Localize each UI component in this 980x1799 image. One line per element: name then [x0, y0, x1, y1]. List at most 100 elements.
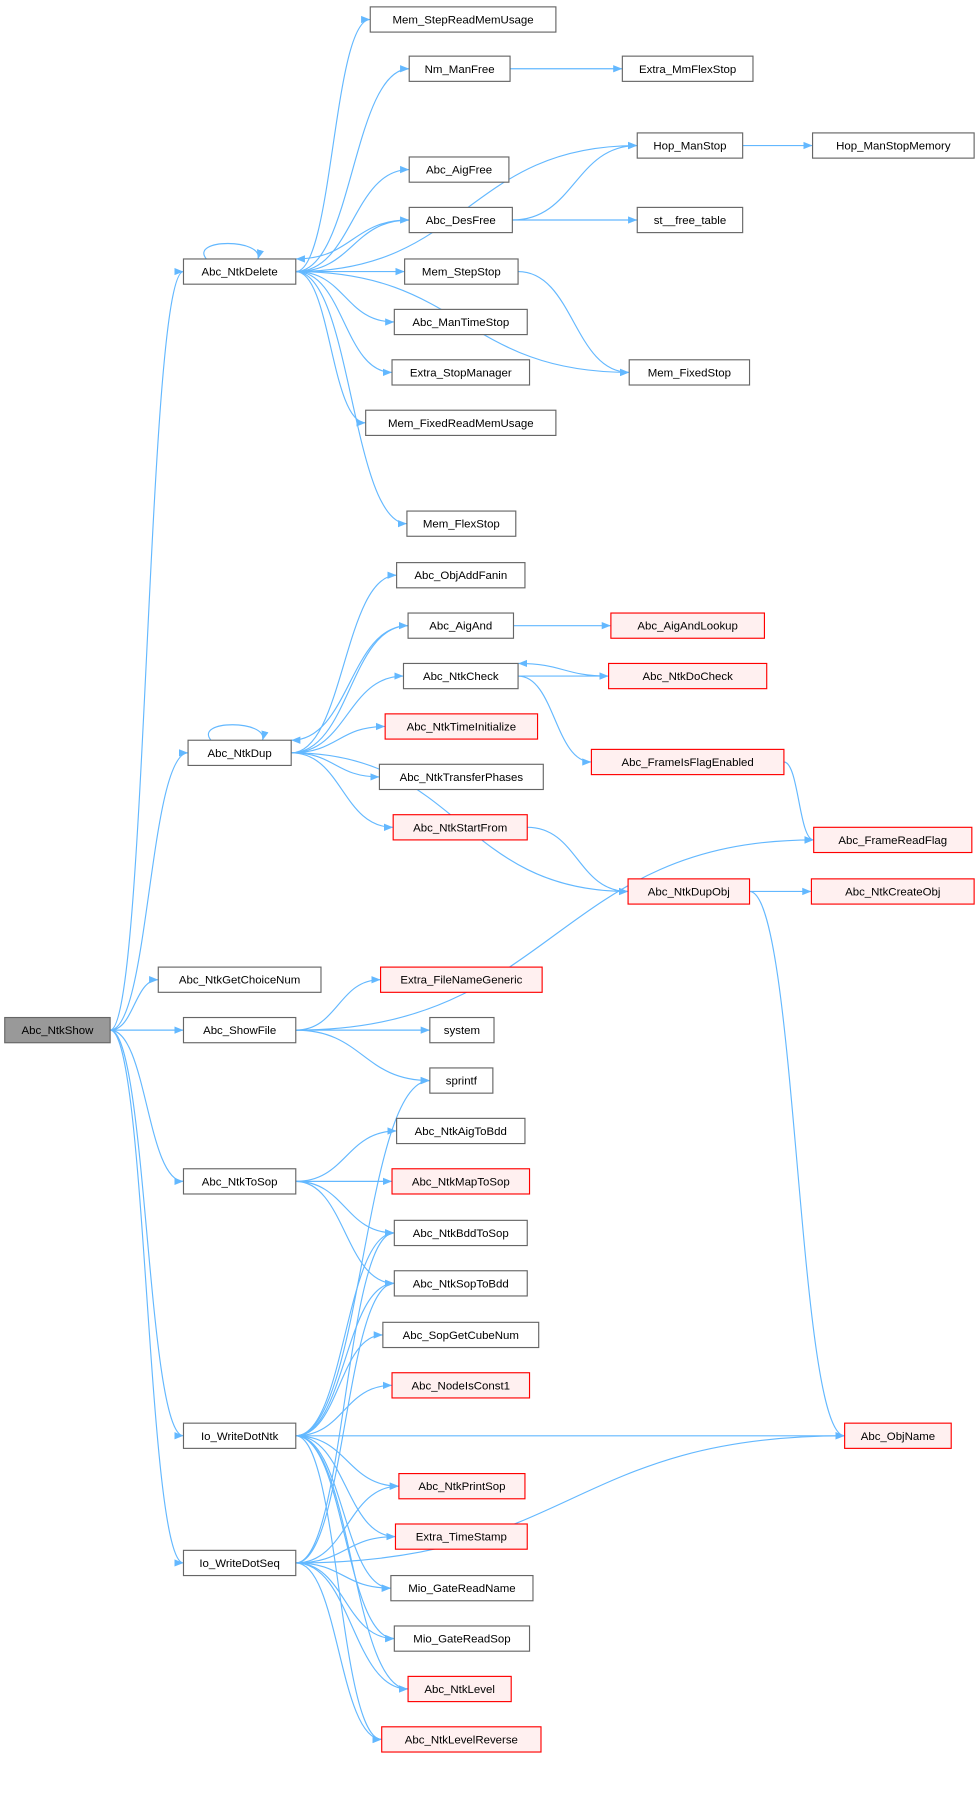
node-abc-ntkdocheck[interactable]: Abc_NtkDoCheck — [608, 662, 768, 690]
node-extra-stopmanager[interactable]: Extra_StopManager — [391, 359, 531, 386]
node-label: Abc_NtkToSop — [202, 1176, 278, 1188]
node-st--free-table[interactable]: st__free_table — [636, 206, 744, 234]
node-abc-aigand[interactable]: Abc_AigAnd — [407, 612, 515, 639]
node-system[interactable]: system — [429, 1016, 495, 1044]
node-abc-ntklevelreverse[interactable]: Abc_NtkLevelReverse — [381, 1726, 542, 1753]
node-mem-stepstop[interactable]: Mem_StepStop — [404, 258, 519, 285]
node-box — [628, 359, 751, 386]
node-label: Abc_NtkLevelReverse — [405, 1734, 518, 1746]
node-label: Abc_NtkDoCheck — [643, 671, 734, 683]
node-box — [406, 510, 517, 537]
node-mio-gatereadsop[interactable]: Mio_GateReadSop — [393, 1625, 531, 1652]
node-label: Extra_MmFlexStop — [639, 64, 736, 76]
edge-dochk-to-chk — [518, 659, 609, 677]
node-extra-timestamp[interactable]: Extra_TimeStamp — [394, 1523, 528, 1550]
node-abc-frameisflagenabled[interactable]: Abc_FrameIsFlagEnabled — [590, 748, 785, 776]
node-abc-aigfree[interactable]: Abc_AigFree — [408, 156, 510, 183]
node-nm-manfree[interactable]: Nm_ManFree — [408, 55, 511, 82]
edge-show-to-wdn — [109, 1029, 184, 1440]
node-label: Mem_FixedReadMemUsage — [388, 418, 534, 430]
node-hop-manstop[interactable]: Hop_ManStop — [636, 132, 744, 159]
node-label: Mem_StepStop — [422, 267, 501, 279]
node-box — [813, 826, 973, 854]
node-hop-manstopmemory[interactable]: Hop_ManStopMemory — [811, 132, 975, 159]
node-extra-mmflexstop[interactable]: Extra_MmFlexStop — [621, 55, 754, 82]
node-sprintf[interactable]: sprintf — [429, 1067, 494, 1094]
node-abc-showfile[interactable]: Abc_ShowFile — [182, 1016, 297, 1044]
node-label: Abc_NtkStartFrom — [413, 822, 507, 834]
node-abc-ntkdup[interactable]: Abc_NtkDup — [187, 739, 292, 767]
node-io-writedotntk[interactable]: Io_WriteDotNtk — [182, 1422, 297, 1449]
node-abc-ntkdelete[interactable]: Abc_NtkDelete — [182, 258, 297, 285]
node-extra-filenamegeneric[interactable]: Extra_FileNameGeneric — [379, 966, 543, 993]
edge-dup-to-oaf — [291, 571, 397, 754]
node-box — [381, 1726, 542, 1753]
edge-dupobj-to-oname — [749, 890, 845, 1440]
node-abc-ntkgetchoicenum[interactable]: Abc_NtkGetChoiceNum — [157, 966, 322, 993]
node-abc-nodeisconst1[interactable]: Abc_NodeIsConst1 — [391, 1372, 531, 1399]
node-label: st__free_table — [654, 215, 726, 227]
node-abc-aigandlookup[interactable]: Abc_AigAndLookup — [610, 612, 766, 639]
edge-show-to-del — [109, 268, 184, 1031]
node-io-writedotseq[interactable]: Io_WriteDotSeq — [182, 1549, 297, 1577]
node-box — [365, 409, 557, 436]
node-abc-objaddfanin[interactable]: Abc_ObjAddFanin — [396, 562, 526, 589]
node-abc-ntktimeinitialize[interactable]: Abc_NtkTimeInitialize — [384, 713, 539, 740]
edge-dup-to-chk — [291, 672, 404, 754]
node-abc-ntkdupobj[interactable]: Abc_NtkDupObj — [627, 878, 751, 905]
node-abc-sopgetcubenum[interactable]: Abc_SopGetCubeNum — [382, 1321, 540, 1349]
node-abc-ntkaigtobdd[interactable]: Abc_NtkAigToBdd — [396, 1117, 526, 1145]
node-box — [429, 1016, 495, 1044]
edge-show-to-dup — [110, 749, 189, 1031]
edge-wds-to-grn — [295, 1562, 391, 1592]
node-abc-mantimestop[interactable]: Abc_ManTimeStop — [393, 308, 528, 336]
node-label: Abc_NtkTransferPhases — [400, 772, 524, 784]
node-box — [610, 612, 766, 639]
node-label: Io_WriteDotSeq — [199, 1558, 280, 1570]
edge-dup-to-sfrom — [291, 752, 394, 831]
edge-mss-to-mfs — [518, 270, 630, 377]
node-label: Abc_NtkMapToSop — [412, 1176, 510, 1188]
node-mem-fixedstop[interactable]: Mem_FixedStop — [628, 359, 751, 386]
node-abc-ntklevel[interactable]: Abc_NtkLevel — [407, 1675, 512, 1703]
node-box — [378, 763, 544, 791]
node-abc-ntksoptobdd[interactable]: Abc_NtkSopToBdd — [393, 1270, 528, 1297]
node-box — [393, 308, 528, 336]
edge-show-to-tosop — [110, 1029, 184, 1186]
node-box — [182, 258, 297, 285]
edge-show-to-gcn — [110, 976, 159, 1031]
node-abc-ntkbddtosop[interactable]: Abc_NtkBddToSop — [393, 1219, 528, 1247]
node-abc-ntkshow[interactable]: Abc_NtkShow — [4, 1016, 111, 1044]
edge-del-to-esm — [295, 270, 393, 377]
node-abc-ntkcreateobj[interactable]: Abc_NtkCreateObj — [810, 878, 975, 905]
node-abc-ntkcheck[interactable]: Abc_NtkCheck — [402, 662, 519, 690]
node-mem-fixedreadmemusage[interactable]: Mem_FixedReadMemUsage — [365, 409, 557, 436]
node-box — [811, 132, 975, 159]
edge-desf-to-del — [295, 219, 410, 263]
edge-showf-to-efng — [295, 976, 381, 1031]
node-box — [393, 1625, 531, 1652]
node-label: Nm_ManFree — [425, 64, 495, 76]
node-abc-objname[interactable]: Abc_ObjName — [844, 1422, 952, 1449]
node-abc-ntktosop[interactable]: Abc_NtkToSop — [182, 1168, 297, 1195]
node-abc-ntkmaptosop[interactable]: Abc_NtkMapToSop — [391, 1168, 531, 1195]
node-label: Abc_NtkDelete — [201, 267, 277, 279]
node-label: Extra_FileNameGeneric — [400, 975, 522, 987]
node-box — [369, 6, 557, 33]
node-label: Mem_StepReadMemUsage — [393, 14, 534, 26]
node-abc-framereadflag[interactable]: Abc_FrameReadFlag — [813, 826, 973, 854]
node-box — [390, 1574, 534, 1602]
node-mem-flexstop[interactable]: Mem_FlexStop — [406, 510, 517, 537]
node-abc-ntktransferphases[interactable]: Abc_NtkTransferPhases — [378, 763, 544, 791]
edge-wds-to-oname — [295, 1432, 845, 1564]
node-abc-ntkstartfrom[interactable]: Abc_NtkStartFrom — [392, 814, 528, 841]
node-abc-ntkprintsop[interactable]: Abc_NtkPrintSop — [398, 1473, 526, 1500]
node-mio-gatereadname[interactable]: Mio_GateReadName — [390, 1574, 534, 1602]
node-mem-stepreadmemusage[interactable]: Mem_StepReadMemUsage — [369, 6, 557, 33]
edge-wdn-to-psop — [295, 1435, 399, 1490]
node-label: Abc_AigAndLookup — [637, 621, 737, 633]
node-label: Abc_NtkShow — [22, 1025, 95, 1037]
edge-tosop-to-b2s — [295, 1180, 395, 1237]
node-abc-desfree[interactable]: Abc_DesFree — [408, 206, 513, 234]
